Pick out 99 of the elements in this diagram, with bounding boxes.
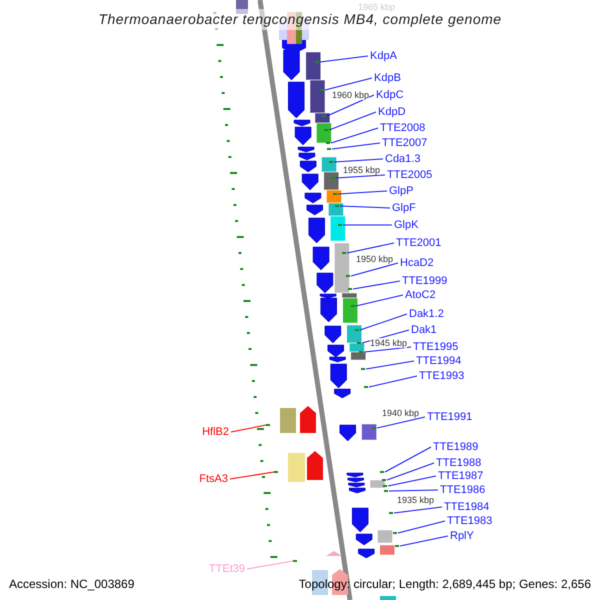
gene-label: TTE1993	[419, 369, 464, 383]
scale-label: 1950 kbp	[356, 254, 394, 264]
footer-text: Topology: circular; Length: 2,689,445 bp; Genes: 2,656	[298, 576, 591, 593]
gene-marker	[335, 205, 339, 207]
gene-marker	[395, 545, 399, 547]
leader-line	[388, 490, 438, 492]
leader-line	[332, 142, 380, 150]
gene-label: HflB2	[202, 425, 229, 439]
gene-label: GlpP	[389, 184, 414, 198]
leader-line	[342, 224, 392, 226]
gene-marker	[393, 532, 397, 534]
scale-label: 1935 kbp	[397, 495, 434, 505]
leader-line	[246, 560, 294, 570]
gene-label: Cda1.3	[385, 152, 420, 166]
gene-marker	[342, 252, 346, 254]
leader-line	[360, 314, 408, 330]
gene-marker	[351, 305, 355, 307]
gene-marker	[266, 424, 270, 426]
gene-marker	[384, 490, 388, 492]
gene-label: TTE1995	[413, 340, 458, 354]
leader-line	[326, 94, 374, 116]
leader-line	[364, 346, 412, 352]
gene-label: TTE2008	[380, 121, 426, 135]
leader-line	[394, 506, 442, 514]
gene-marker	[359, 351, 363, 353]
gene-marker	[326, 142, 330, 144]
gene-marker	[320, 89, 324, 91]
gene-marker	[361, 368, 365, 370]
leader-line	[336, 174, 386, 178]
leader-line	[356, 294, 404, 306]
gene-label: FtsA3	[199, 472, 228, 486]
leader-line	[388, 476, 436, 486]
gene-marker	[329, 161, 333, 163]
leader-line	[368, 376, 418, 388]
gene-label: TTE1999	[402, 274, 448, 288]
gene-marker	[327, 148, 331, 150]
gene-label: KdpB	[374, 71, 401, 85]
gene-label: RplY	[450, 529, 474, 543]
gene-marker	[355, 329, 359, 331]
gene-marker	[333, 193, 337, 195]
leader-line	[384, 446, 432, 472]
gene-label: Dak1	[411, 323, 437, 337]
gene-marker	[383, 485, 387, 487]
gene-marker	[348, 288, 352, 290]
gene-marker	[274, 471, 278, 473]
gene-label: GlpF	[392, 201, 416, 215]
gene-marker	[322, 115, 326, 117]
leader-line	[352, 280, 400, 290]
leader-line	[346, 242, 394, 254]
gene-label: TTE2005	[387, 168, 432, 182]
gene-label: TTEt39	[208, 562, 245, 576]
scale-label: 1955 kbp	[343, 165, 380, 175]
leader-line	[230, 472, 274, 480]
gene-marker	[338, 224, 342, 226]
scale-label: 1945 kbp	[370, 338, 408, 348]
scale-label: 1960 kbp	[332, 90, 370, 100]
gene-label: KdpA	[370, 49, 397, 63]
gene-marker	[346, 275, 350, 277]
gene-marker	[380, 471, 384, 473]
gene-marker	[357, 342, 361, 344]
leader-line	[386, 462, 434, 480]
gene-label: TTE1991	[427, 410, 472, 424]
leader-line	[366, 360, 414, 370]
gene-label: TTE1987	[438, 469, 484, 483]
gene-label: TTE1988	[436, 456, 482, 470]
gene-label: TTE1989	[433, 440, 478, 454]
footer-text: Accession: NC_003869	[9, 576, 134, 593]
gene-marker	[364, 386, 368, 388]
leader-line	[334, 158, 384, 162]
gene-marker	[324, 129, 328, 131]
gene-marker	[372, 427, 376, 429]
gene-label: TTE2007	[382, 136, 428, 150]
gene-label: TTE1984	[444, 500, 490, 514]
gene-label: TTE1983	[447, 514, 492, 528]
gene-marker	[315, 61, 319, 63]
gene-label: TTE1994	[416, 354, 462, 368]
leader-line	[340, 206, 390, 208]
gene-label: GlpK	[394, 218, 418, 232]
gene-marker	[293, 560, 297, 562]
leader-line	[400, 536, 448, 546]
gene-label: AtoC2	[405, 288, 436, 302]
gene-label: HcaD2	[400, 256, 434, 270]
gene-marker	[331, 177, 335, 179]
leader-line	[338, 190, 388, 194]
leader-line	[328, 112, 376, 130]
gene-label: KdpD	[378, 105, 406, 119]
leader-line	[398, 520, 446, 534]
leader-line	[350, 262, 398, 276]
gene-label: Dak1.2	[409, 307, 444, 321]
gene-label: KdpC	[376, 88, 404, 102]
scale-label: 1940 kbp	[382, 408, 420, 418]
gene-marker	[382, 479, 386, 481]
gene-label: TTE1986	[440, 483, 486, 497]
gene-label: TTE2001	[396, 236, 442, 250]
leader-line	[376, 416, 426, 428]
gene-marker	[389, 512, 393, 514]
leader-line	[320, 56, 368, 62]
leader-line	[330, 128, 378, 144]
leader-line	[230, 424, 266, 432]
